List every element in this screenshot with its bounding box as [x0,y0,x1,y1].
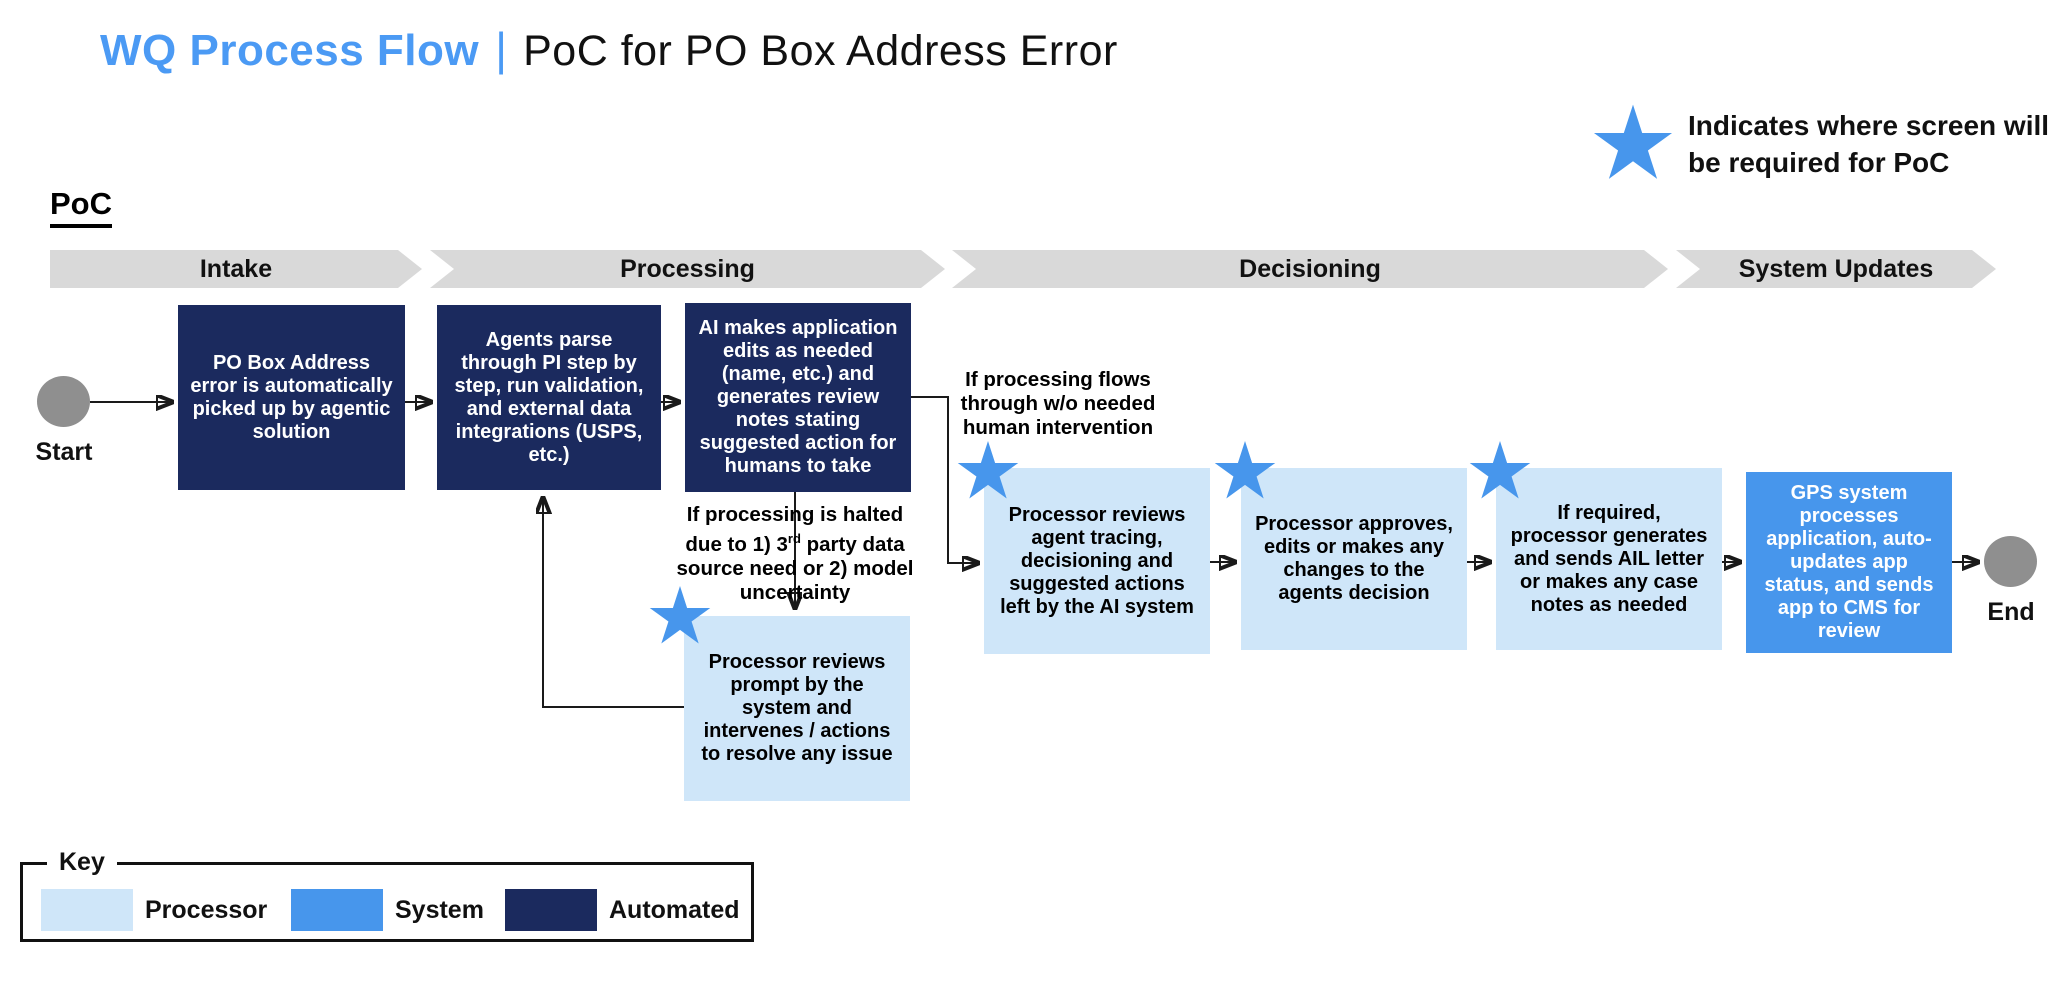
branch-note-halted: If processing is halted due to 1) 3rd pa… [668,503,922,605]
flow-box-po-box-error-pickup: PO Box Address error is automatically pi… [178,305,405,490]
branch-halted-post: party data source need or 2) model uncer… [676,532,914,604]
end-label: End [1987,598,2035,626]
flow-box-text: Processor reviews agent tracing, decisio… [1000,503,1194,618]
key-item-label: Automated [609,895,740,924]
flow-box-text: Agents parse through PI step by step, ru… [454,328,644,466]
system-swatch [291,889,383,931]
screen-required-note-text: Indicates where screen will be required … [1688,110,2048,178]
flow-box-processor-reviews-prompt: Processor reviews prompt by the system a… [684,616,910,801]
key-item-label: Processor [145,895,268,924]
phase-intake: Intake [50,250,422,288]
branch-note-no-intervention: If processing flows through w/o needed h… [960,368,1156,439]
section-label-poc: PoC [50,186,112,228]
key-title: Key [47,848,117,877]
flow-box-text: If required, processor generates and sen… [1510,501,1708,616]
processor-swatch [41,889,133,931]
flow-box-gps-system: GPS system processes application, auto-u… [1746,472,1952,653]
flow-box-text: Processor reviews prompt by the system a… [701,651,893,765]
phase-processing: Processing [430,250,945,288]
star-icon [1468,441,1532,502]
flow-box-agents-parse: Agents parse through PI step by step, ru… [437,305,661,490]
start-label: Start [35,438,93,466]
key-item-automated: Automated [505,889,740,931]
key-legend: Key Processor System Automated [20,848,754,942]
phase-decisioning-label: Decisioning [1239,254,1381,283]
flow-box-text: GPS system processes application, auto-u… [1764,482,1934,642]
star-icon [1213,441,1277,502]
flow-box-text: PO Box Address error is automatically pi… [190,351,393,443]
title-subtitle: PoC for PO Box Address Error [523,27,1118,75]
phase-system-updates: System Updates [1676,250,1996,288]
star-icon [648,586,712,647]
flow-box-ail-letter: If required, processor generates and sen… [1496,468,1722,650]
key-item-system: System [291,889,484,931]
star-icon [1592,104,1674,184]
flow-box-processor-reviews-tracing: Processor reviews agent tracing, decisio… [984,468,1210,654]
star-icon [956,441,1020,502]
end-terminator [1984,536,2037,587]
phase-decisioning: Decisioning [952,250,1668,288]
phase-processing-label: Processing [620,254,755,283]
key-item-processor: Processor [41,889,267,931]
branch-halted-pre: If processing is halted due to 1) 3 [685,503,904,556]
title-separator: | [495,23,508,75]
flow-box-text: AI makes application edits as needed (na… [698,317,898,477]
phase-system-updates-label: System Updates [1738,254,1934,283]
phase-intake-label: Intake [199,254,273,283]
flow-box-processor-approves: Processor approves, edits or makes any c… [1241,468,1467,650]
key-item-label: System [395,895,484,924]
page-title: WQ Process Flow | PoC for PO Box Address… [100,22,1118,76]
title-brand: WQ Process Flow [100,26,480,75]
flow-box-ai-edits: AI makes application edits as needed (na… [685,303,911,492]
screen-required-note: Indicates where screen will be required … [1592,104,2048,184]
automated-swatch [505,889,597,931]
flow-box-text: Processor approves, edits or makes any c… [1255,513,1453,604]
branch-halted-sup: rd [787,531,801,546]
start-terminator [37,376,90,427]
